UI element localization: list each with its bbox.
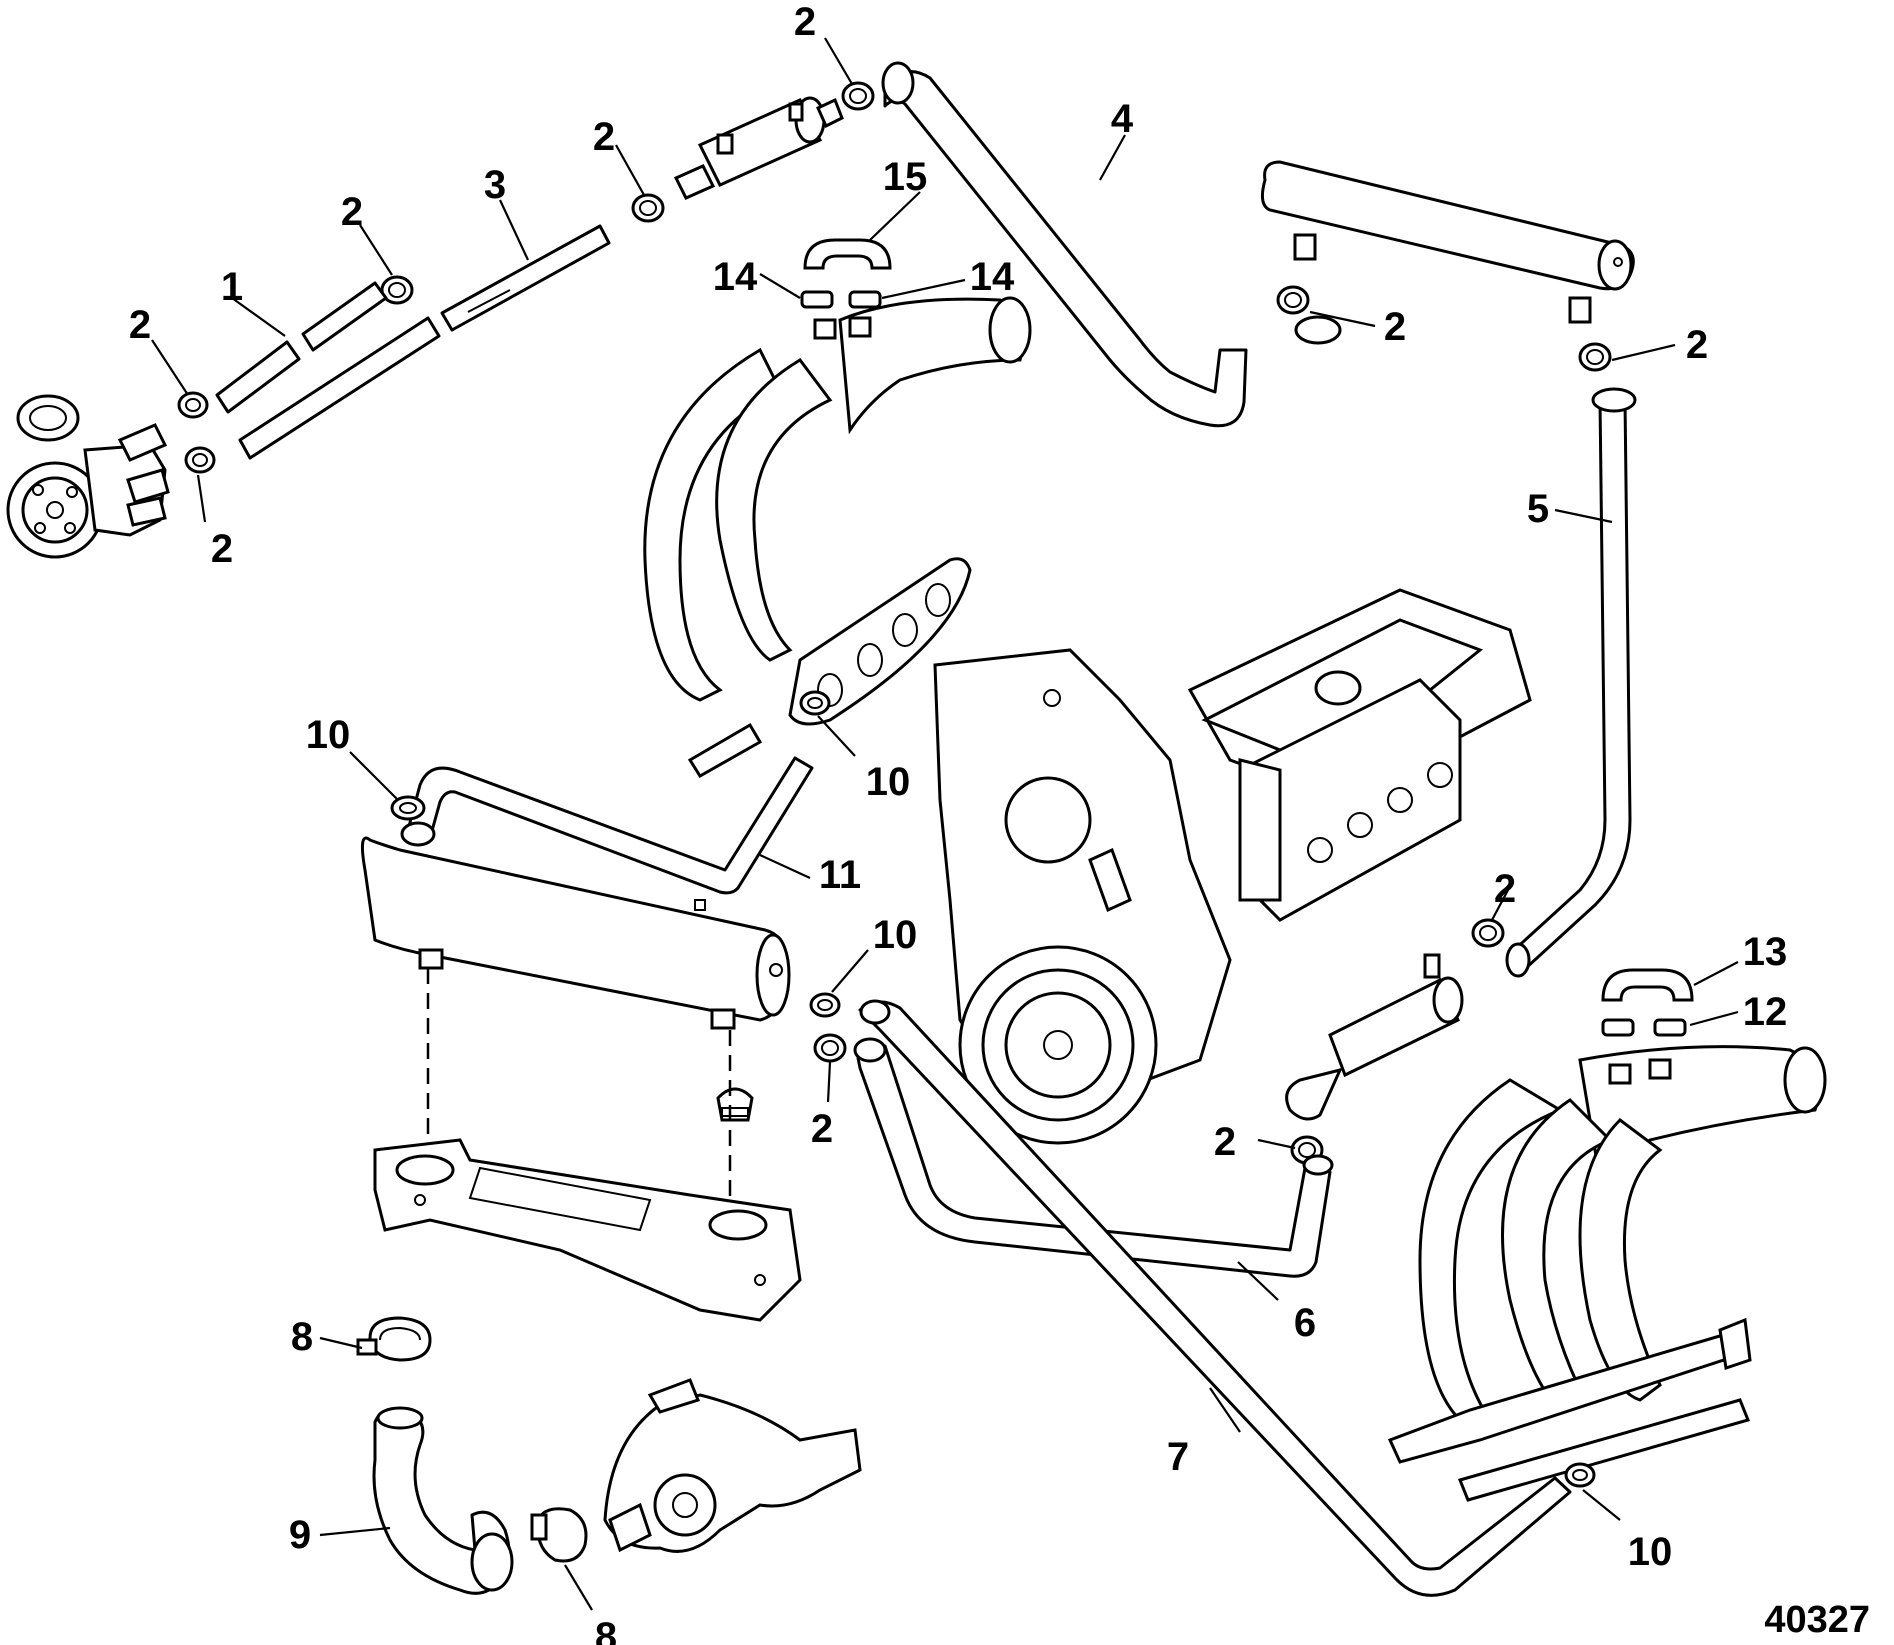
callout-5: 5 (1527, 487, 1549, 531)
oil-cooler-upper (673, 96, 844, 200)
hose-clamp-2-cooler (631, 193, 665, 223)
hose-clamp-8-upper (356, 1316, 432, 1362)
callout-9: 9 (289, 1513, 311, 1557)
callout-2-d: 2 (593, 115, 615, 159)
hose-clamp-2-right-hose-5 (1578, 342, 1612, 372)
callout-2-c: 2 (341, 190, 363, 234)
thermostat-housing (373, 1138, 802, 1322)
callout-2-h: 2 (1494, 867, 1516, 911)
hose-clamp-2-exchanger-outlet (813, 1033, 847, 1063)
heat-exchanger-lower-left (360, 836, 791, 1030)
callout-11: 11 (819, 853, 861, 897)
callout-10-c: 10 (873, 913, 918, 957)
hose-clamp-2-pump-upper (177, 391, 209, 419)
hose-9 (372, 1406, 514, 1595)
hose-7 (858, 999, 1572, 1597)
exhaust-manifold-right (1387, 1045, 1827, 1502)
hose-clamp-14-left (800, 290, 834, 309)
leader-lines (151, 37, 1739, 1611)
circulating-water-pump (603, 1378, 862, 1553)
callout-labels: 1 2 2 2 2 2 2 2 2 2 2 3 4 5 6 7 8 8 9 10… (129, 0, 1787, 1645)
hose-11 (400, 756, 814, 895)
callout-10-b: 10 (866, 760, 911, 804)
hose-clamp-2-right-hose-4 (1276, 285, 1310, 315)
callout-3: 3 (484, 163, 506, 207)
figure-number: 40327 (1764, 1599, 1870, 1641)
hose-clamp-14-right (848, 290, 882, 309)
callout-14-a: 14 (713, 255, 758, 299)
hose-clamp-8-lower (530, 1507, 588, 1563)
callout-6: 6 (1294, 1301, 1316, 1345)
callout-8-b: 8 (595, 1615, 617, 1645)
hose-clamp-10-lower-right (1564, 1462, 1596, 1488)
elbow-fitting-13 (1601, 968, 1694, 1002)
callout-2-e: 2 (794, 0, 816, 44)
callout-15: 15 (883, 155, 928, 199)
heat-exchanger-upper-right (1260, 160, 1635, 324)
seawater-pump (6, 394, 170, 559)
hose-1 (215, 281, 388, 414)
thermostat (716, 1087, 754, 1122)
hose-clamp-12-left (1601, 1018, 1635, 1037)
hose-clamp-10-exchanger (809, 992, 841, 1018)
callout-10-a: 10 (306, 713, 351, 757)
hose-clamp-2-oil-cooler-right (1471, 918, 1505, 948)
callout-2-b: 2 (211, 527, 233, 571)
callout-4: 4 (1111, 97, 1134, 141)
hose-clamp-10-left (390, 795, 426, 821)
hose-4 (881, 61, 1342, 428)
callout-2-j: 2 (811, 1107, 833, 1151)
hose-clamp-10-manifold (799, 690, 831, 716)
oil-cooler-lower (1285, 953, 1464, 1121)
exhaust-manifold-left (643, 296, 1032, 779)
callout-2-f: 2 (1384, 305, 1406, 349)
callout-13: 13 (1743, 930, 1788, 974)
callout-12: 12 (1743, 990, 1788, 1034)
callout-2-i: 2 (1214, 1120, 1236, 1164)
callout-2-a: 2 (129, 303, 151, 347)
callout-10-d: 10 (1628, 1530, 1673, 1574)
hose-3 (238, 224, 611, 460)
hose-6 (853, 1037, 1334, 1278)
elbow-fitting-15 (803, 238, 892, 270)
callout-14-b: 14 (970, 255, 1015, 299)
hose-5 (1505, 387, 1637, 978)
callout-7: 7 (1167, 1435, 1189, 1479)
callout-2-g: 2 (1686, 323, 1708, 367)
hose-clamp-2-pump-lower (184, 446, 216, 474)
hose-clamp-12-right (1653, 1018, 1687, 1037)
callout-1: 1 (221, 265, 243, 309)
hose-clamp-2-top (841, 81, 875, 111)
engine-block (933, 588, 1532, 1145)
hose-clamp-2-hose-1 (380, 275, 414, 305)
callout-8-a: 8 (291, 1315, 313, 1359)
